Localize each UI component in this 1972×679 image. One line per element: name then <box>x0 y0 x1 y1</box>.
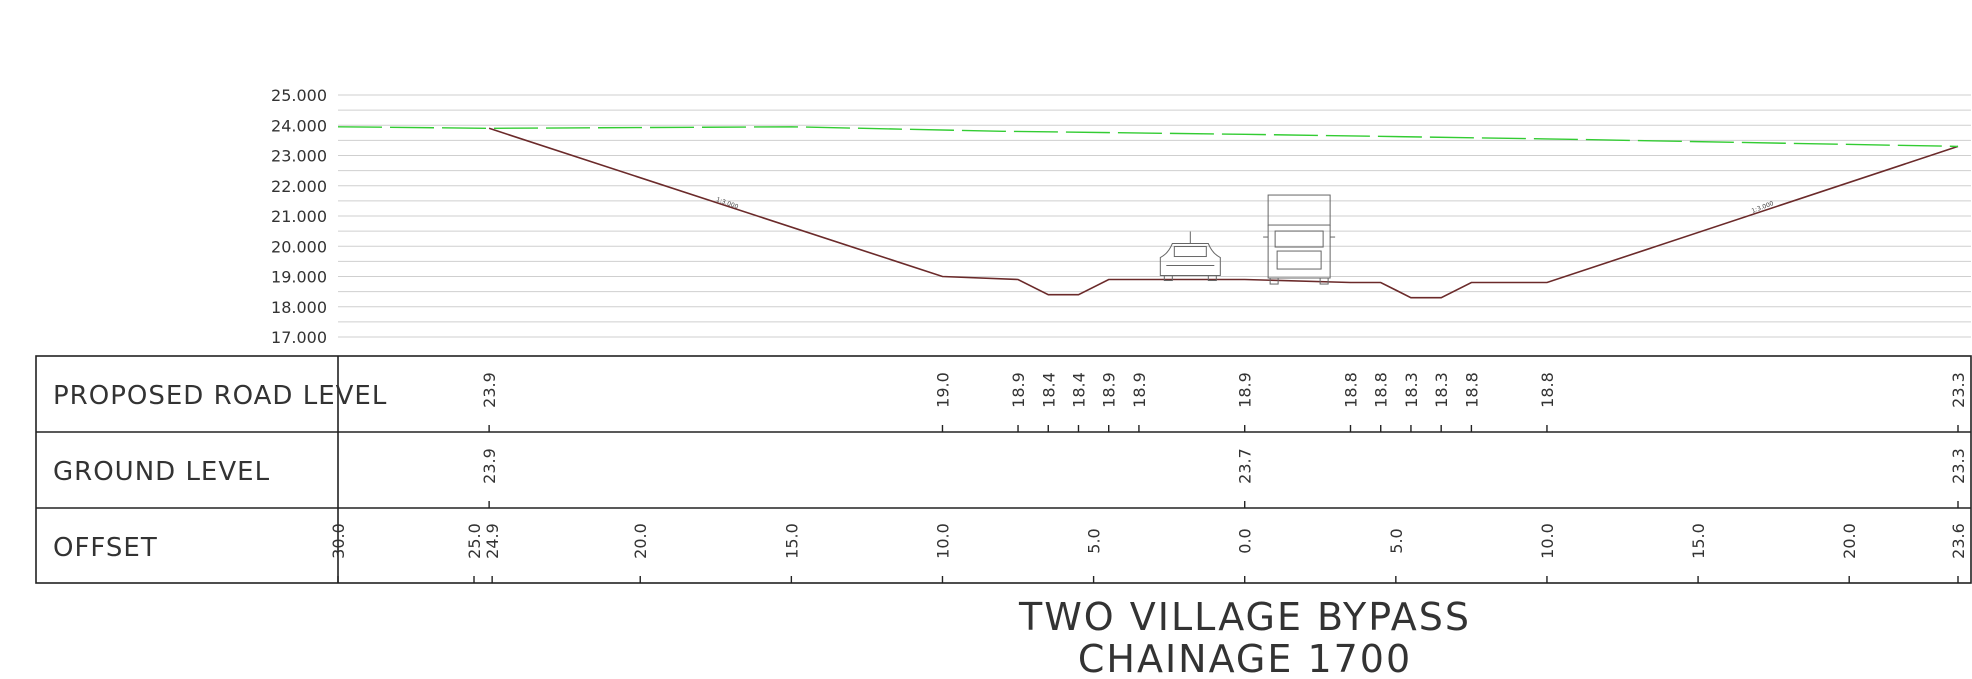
table-value: 5.0 <box>1387 528 1406 553</box>
level-tick-label: 21.000 <box>271 207 327 226</box>
car-wheel <box>1207 275 1217 282</box>
table-value: 30.0 <box>329 523 348 559</box>
row-label-offset: OFFSET <box>53 533 158 563</box>
table-value: 18.4 <box>1039 372 1058 408</box>
table-value: 24.9 <box>483 523 502 559</box>
truck-grille <box>1276 250 1322 270</box>
level-tick-label: 23.000 <box>271 147 327 166</box>
car-body <box>1159 243 1221 277</box>
level-tick-label: 20.000 <box>271 237 327 256</box>
table-value: 10.0 <box>933 523 952 559</box>
truck-icon <box>1263 194 1336 285</box>
level-tick-label: 18.000 <box>271 298 327 317</box>
table-value: 23.3 <box>1949 448 1968 484</box>
table-value: 18.8 <box>1538 372 1557 408</box>
table-value: 0.0 <box>1236 528 1255 553</box>
table-value: 10.0 <box>1538 523 1557 559</box>
drawing-title: TWO VILLAGE BYPASS <box>1018 595 1471 639</box>
slope-annotations: 1:3.000 1:3.000 <box>715 196 1775 215</box>
chainage-label: CHAINAGE 1700 <box>1078 637 1412 679</box>
row-label-ground-level: GROUND LEVEL <box>53 457 270 487</box>
table-value: 18.9 <box>1009 372 1028 408</box>
table-value: 18.9 <box>1236 372 1255 408</box>
car-windscreen <box>1173 246 1207 258</box>
level-tick-label: 24.000 <box>271 116 327 135</box>
table-value: 18.8 <box>1342 372 1361 408</box>
table-value: 5.0 <box>1085 528 1104 553</box>
table-value: 18.9 <box>1100 372 1119 408</box>
table-value: 23.7 <box>1236 448 1255 484</box>
table-value: 23.9 <box>480 372 499 408</box>
table-values: 23.9 19.0 18.9 18.4 18.4 18.9 18.9 18.9 18.8 18.8… <box>329 372 1968 583</box>
level-tick-label: 22.000 <box>271 177 327 196</box>
proposed-road-profile <box>488 127 1959 299</box>
table-value: 18.9 <box>1130 372 1149 408</box>
table-value: 18.8 <box>1372 372 1391 408</box>
ground-level-line <box>337 126 1959 148</box>
table-value: 25.0 <box>465 523 484 559</box>
car-wheel <box>1163 275 1173 282</box>
table-value: 18.3 <box>1402 372 1421 408</box>
table-value: 23.6 <box>1949 523 1968 559</box>
truck-wheel <box>1319 277 1329 285</box>
slope-label: 1:3.000 <box>715 196 739 211</box>
profile-lines <box>337 126 1959 299</box>
level-axis-labels: 25.000 24.000 23.000 22.000 21.000 20.000 19.0… <box>271 86 327 347</box>
table-value: 20.0 <box>1840 523 1859 559</box>
level-grid <box>338 94 1971 338</box>
truck-box <box>1267 194 1331 226</box>
slope-label: 1:3.000 <box>1751 200 1775 215</box>
table-value: 19.0 <box>933 372 952 408</box>
table-value: 23.9 <box>480 448 499 484</box>
level-tick-label: 17.000 <box>271 328 327 347</box>
table-value: 15.0 <box>1689 523 1708 559</box>
table-border <box>35 355 1972 584</box>
car-icon <box>1159 231 1221 282</box>
table-value: 23.3 <box>1949 372 1968 408</box>
vehicles <box>1159 194 1336 285</box>
truck-cab <box>1267 225 1331 279</box>
row-label-proposed-road-level: PROPOSED ROAD LEVEL <box>53 381 387 411</box>
level-tick-label: 19.000 <box>271 268 327 287</box>
table-value: 20.0 <box>631 523 650 559</box>
truck-wheel <box>1269 277 1279 285</box>
table-value: 15.0 <box>782 523 801 559</box>
table-value: 18.8 <box>1462 372 1481 408</box>
data-table: PROPOSED ROAD LEVEL GROUND LEVEL OFFSET <box>35 355 1972 584</box>
table-value: 18.3 <box>1432 372 1451 408</box>
truck-windscreen <box>1274 230 1324 248</box>
table-value: 18.4 <box>1069 372 1088 408</box>
level-tick-label: 25.000 <box>271 86 327 105</box>
